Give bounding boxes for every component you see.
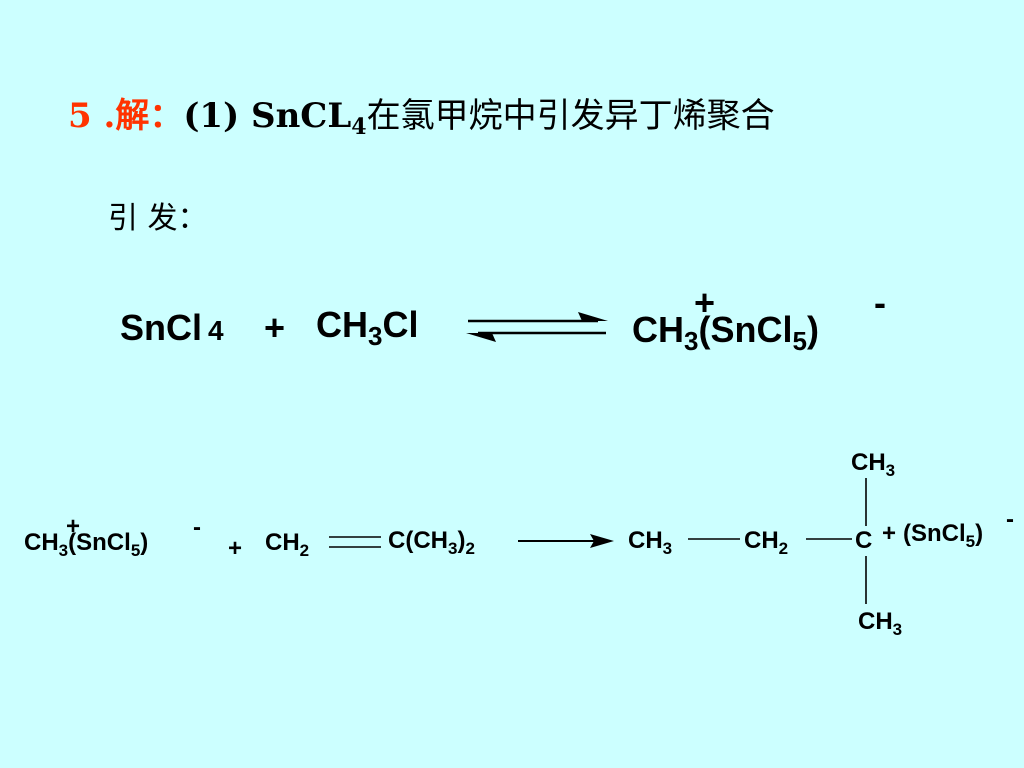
r1-product-a: CH [632,309,684,350]
title-part-a: (1) SnCL [183,96,352,136]
r2-top-methyl-text: CH [851,449,886,476]
r2-monomer-b: C(CH [388,527,448,554]
r1-product-sub: 3 [684,326,699,356]
r2-product-carbon: C [855,527,873,554]
r1-cation-charge: + [694,282,716,323]
r2-bottom-methyl-sub: 3 [892,620,903,639]
r2-top-methyl: CH3 [851,449,895,481]
r1-anion-charge: - [874,282,886,323]
r2-monomer-c: C(CH3)2 [388,527,475,559]
r1-plus: + [264,307,286,348]
r2-monomer-ch2: CH2 [265,529,309,561]
equilibrium-arrow [466,312,608,342]
r2-product-counterion: (SnCl5) [903,520,983,552]
r2-initiator-c: ) [140,529,149,556]
r2-initiator-sub: 3 [58,541,69,560]
r2-product-ch3-sub: 3 [662,539,673,558]
r1-reactant2-b: Cl [382,304,419,345]
r2-counter-a: (SnCl [903,520,966,547]
r2-monomer-a: CH [265,529,300,556]
r2-initiator-cation-charge: + [66,513,81,540]
slide-title: 5 .解：(1) SnCL4在氯甲烷中引发异丁烯聚合 [68,88,775,140]
r2-top-methyl-sub: 3 [885,461,896,480]
r1-reactant-ch3cl: CH3Cl [316,304,418,352]
r2-product-ch2-text: CH [744,527,779,554]
double-bond [329,536,381,548]
r2-product-ch3: CH3 [628,527,672,559]
reaction-arrow [518,534,614,548]
r2-initiator-anion-charge: - [193,514,201,541]
r2-bottom-methyl: CH3 [858,608,902,640]
r2-product-ch2: CH2 [744,527,788,559]
initiation-label: 引 发： [108,201,208,236]
r1-reactant1-text: SnCl [120,307,203,348]
r2-product-ch3-text: CH [628,527,663,554]
r2-counter-b: ) [975,520,984,547]
r1-product-sub2: 5 [792,326,807,356]
r2-bottom-methyl-text: CH [858,608,893,635]
r1-reactant2-sub: 3 [368,321,383,351]
r2-initiator-b: (SnCl [68,529,131,556]
r2-monomer-sub2: 3 [448,539,458,558]
title-subscript: 4 [351,114,367,140]
r1-product-b: (SnCl [698,309,793,350]
r2-monomer-c-paren: ) [457,527,466,554]
r2-plus: + [228,535,243,562]
r1-product-c: ) [806,309,819,350]
r1-reactant2-a: CH [316,304,368,345]
r2-counter-sub: 5 [965,532,976,551]
r1-reactant1-sub: 4 [208,315,224,346]
title-part-b: 在氯甲烷中引发异丁烯聚合 [366,96,775,136]
r2-product-cation-plus: + [882,520,897,547]
r1-product: CH3(SnCl5) [632,309,819,357]
r2-monomer-sub3: 2 [465,539,475,558]
problem-number: 5 .解： [68,96,184,136]
r2-initiator: CH3(SnCl5) [24,529,148,561]
r2-initiator-sub2: 5 [130,541,141,560]
r2-counterion-charge: - [1006,506,1014,533]
r2-monomer-sub: 2 [299,541,310,560]
r2-product-ch2-sub: 2 [778,539,789,558]
r2-initiator-a: CH [24,529,59,556]
